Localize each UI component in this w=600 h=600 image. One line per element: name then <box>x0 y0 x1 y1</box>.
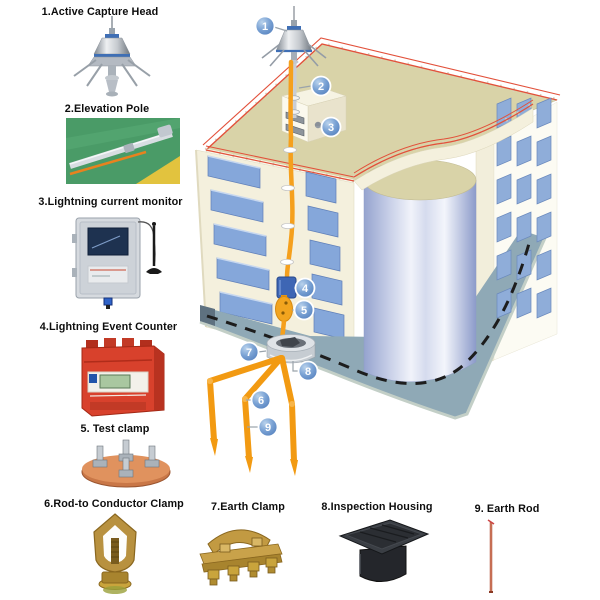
legend-label-7: 7.Earth Clamp <box>211 501 285 513</box>
callout-5: 5 <box>293 299 315 321</box>
right-facade-windows <box>496 97 552 319</box>
window <box>305 171 337 204</box>
window <box>536 135 552 167</box>
callout-8: 8 <box>297 360 319 382</box>
callout-circle <box>250 389 272 411</box>
window-highlight <box>207 155 261 169</box>
callout-circle <box>293 299 315 321</box>
callout-circle <box>294 277 316 299</box>
legend-label-1: 1.Active Capture Head <box>41 6 159 18</box>
window <box>516 211 532 243</box>
window-highlight <box>213 223 267 237</box>
callout-circle <box>320 116 342 138</box>
callout-circle <box>310 75 332 97</box>
callout-number: 2 <box>318 81 324 93</box>
window <box>496 249 512 281</box>
callout-number: 4 <box>302 283 309 295</box>
front-facade <box>195 149 355 363</box>
window <box>536 211 552 243</box>
window <box>536 173 552 205</box>
callouts: 1 2 3 4 5 6 7 8 9 <box>238 15 342 438</box>
legend-label-6: 6.Rod-to Conductor Clamp <box>44 498 184 510</box>
callout-circle <box>297 360 319 382</box>
earth-rods-graphic <box>207 355 298 476</box>
legend-label-9: 9. Earth Rod <box>474 503 540 515</box>
current-monitor-photo <box>58 210 170 310</box>
window <box>516 173 532 205</box>
window-highlight <box>219 291 273 305</box>
legend-label-3: 3.Lightning current monitor <box>38 196 183 208</box>
inspection-housing-photo <box>330 514 436 594</box>
callout-number: 8 <box>305 366 311 378</box>
capture-head-photo <box>52 14 172 104</box>
tower-cylinder <box>363 159 477 383</box>
callout-number: 5 <box>301 305 307 317</box>
window <box>516 287 532 319</box>
earth-clamp-photo <box>190 516 290 592</box>
rod-conductor-clamp-photo <box>82 512 148 598</box>
callout-1: 1 <box>254 15 276 37</box>
elevation-pole-photo <box>66 118 180 184</box>
callout-number: 6 <box>258 395 264 407</box>
window <box>496 287 512 319</box>
window <box>536 249 552 281</box>
capture-head-graphic <box>261 6 327 67</box>
window <box>516 135 532 167</box>
window <box>536 287 552 319</box>
event-counter-photo <box>72 336 170 422</box>
window <box>496 173 512 205</box>
window <box>307 205 339 238</box>
callout-9: 9 <box>257 416 279 438</box>
legend-label-4: 4.Lightning Event Counter <box>39 321 178 333</box>
callout-number: 3 <box>328 122 334 134</box>
callout-7: 7 <box>238 341 260 363</box>
callout-2: 2 <box>310 75 332 97</box>
callout-circle <box>238 341 260 363</box>
callout-number: 1 <box>262 21 268 33</box>
callout-4: 4 <box>294 277 316 299</box>
window <box>309 239 341 272</box>
test-clamp-photo <box>70 436 182 492</box>
earth-rod-photo <box>484 516 498 596</box>
callout-number: 9 <box>265 422 271 434</box>
legend-label-8: 8.Inspection Housing <box>321 501 433 513</box>
callout-3: 3 <box>320 116 342 138</box>
front-windows <box>207 155 345 340</box>
legend-label-5: 5. Test clamp <box>80 423 150 435</box>
down-conductor-cable <box>280 59 297 280</box>
curved-parapet <box>353 99 534 191</box>
callout-6: 6 <box>250 389 272 411</box>
legend-label-2: 2.Elevation Pole <box>64 103 150 115</box>
window-highlight <box>210 189 264 203</box>
window <box>496 211 512 243</box>
callout-circle <box>257 416 279 438</box>
callout-circle <box>254 15 276 37</box>
event-counter-box <box>276 276 297 299</box>
callout-number: 7 <box>246 347 252 359</box>
window <box>536 97 552 129</box>
window-highlight <box>216 257 270 271</box>
